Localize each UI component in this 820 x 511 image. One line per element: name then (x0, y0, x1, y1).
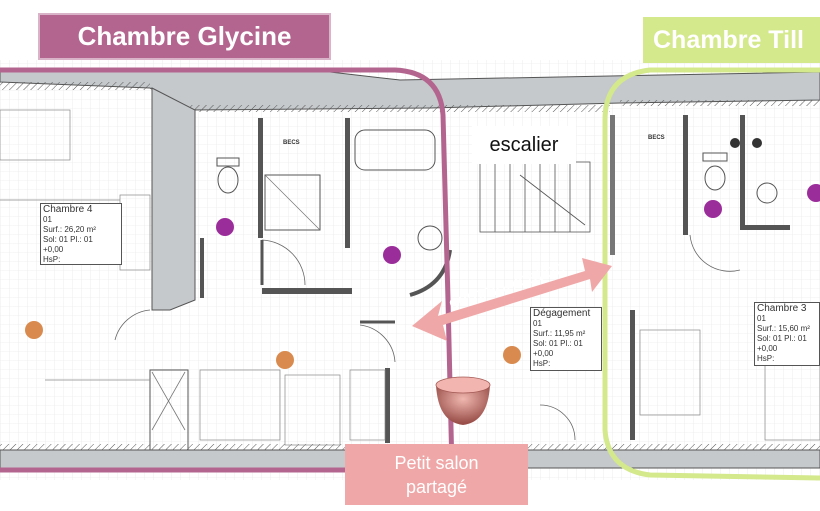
degagement-line4: +0,00 (533, 349, 554, 358)
chambre3-line3: Sol: 01 Pl.: 01 (757, 334, 807, 343)
top-wall-hatch-left (0, 82, 150, 90)
chambre3-line5: HsP: (757, 354, 775, 363)
chambre-glycine-label: Chambre Glycine (38, 13, 331, 60)
chambre4-line5: HsP: (43, 255, 61, 264)
wall-right-2 (740, 115, 745, 230)
fixture-dot-2 (752, 138, 762, 148)
salon-bowl (436, 385, 490, 425)
chambre4-line4: +0,00 (43, 245, 64, 254)
wall-right-4 (630, 310, 635, 440)
wall-salon-left (385, 368, 390, 443)
marker-orange-1 (25, 321, 43, 339)
top-wall-hatch-mid (190, 105, 610, 112)
becs-label-right: BECS (648, 135, 665, 141)
degagement-line3: Sol: 01 Pl.: 01 (533, 339, 583, 348)
becs-label-left: BECS (283, 140, 300, 146)
petit-salon-line1: Petit salon (394, 452, 479, 473)
chambre4-line2: Surf.: 26,20 m² (43, 225, 96, 234)
toilet-right (704, 165, 726, 191)
chambre-tilleul-label: Chambre Till (643, 17, 820, 63)
wall-right-5 (610, 115, 615, 255)
bathtub (354, 129, 436, 171)
toilet-left (217, 166, 239, 194)
petit-salon-label: Petit salon partagé (345, 444, 528, 505)
degagement-name: Dégagement (533, 308, 591, 319)
closet-left (149, 369, 189, 451)
marker-purple-2 (383, 246, 401, 264)
room-tag-chambre3: Chambre 3 01 Surf.: 15,60 m² Sol: 01 Pl.… (754, 302, 820, 366)
chambre3-line2: Surf.: 15,60 m² (757, 324, 810, 333)
chambre4-line3: Sol: 01 Pl.: 01 (43, 235, 93, 244)
marker-orange-3 (503, 346, 521, 364)
wall-right-1 (683, 115, 688, 235)
chambre4-line1: 01 (43, 215, 52, 224)
wall-bath-1 (258, 118, 263, 238)
communication-arrow (412, 258, 612, 341)
degagement-line5: HsP: (533, 359, 551, 368)
marker-purple-1 (216, 218, 234, 236)
room-tag-degagement: Dégagement 01 Surf.: 11,95 m² Sol: 01 Pl… (530, 307, 602, 371)
column-wall (151, 87, 196, 311)
chambre4-name: Chambre 4 (43, 204, 93, 215)
wall-bath-3 (262, 288, 352, 294)
fixture-dot-1 (730, 138, 740, 148)
petit-salon-line2: partagé (405, 476, 468, 497)
glycine-boundary (0, 67, 455, 473)
chambre3-line1: 01 (757, 314, 766, 323)
wall-wc (200, 238, 204, 298)
shower (264, 174, 321, 231)
room-tag-chambre4: Chambre 4 01 Surf.: 26,20 m² Sol: 01 Pl.… (40, 203, 122, 265)
degagement-line2: Surf.: 11,95 m² (533, 329, 586, 338)
wall-right-3 (740, 225, 790, 230)
top-wall-hatch-right (620, 100, 820, 106)
chambre3-name: Chambre 3 (757, 303, 807, 314)
salon-bowl-rim (435, 376, 491, 394)
sink-right (756, 182, 778, 204)
marker-purple-4 (807, 184, 820, 202)
wall-bath-2 (345, 118, 350, 248)
door-arcs (114, 234, 741, 441)
escalier-label: escalier (472, 126, 576, 164)
tilleul-boundary (602, 67, 820, 481)
marker-purple-3 (704, 200, 722, 218)
marker-orange-2 (276, 351, 294, 369)
chambre3-line4: +0,00 (757, 344, 778, 353)
degagement-line1: 01 (533, 319, 542, 328)
sink (417, 225, 443, 251)
